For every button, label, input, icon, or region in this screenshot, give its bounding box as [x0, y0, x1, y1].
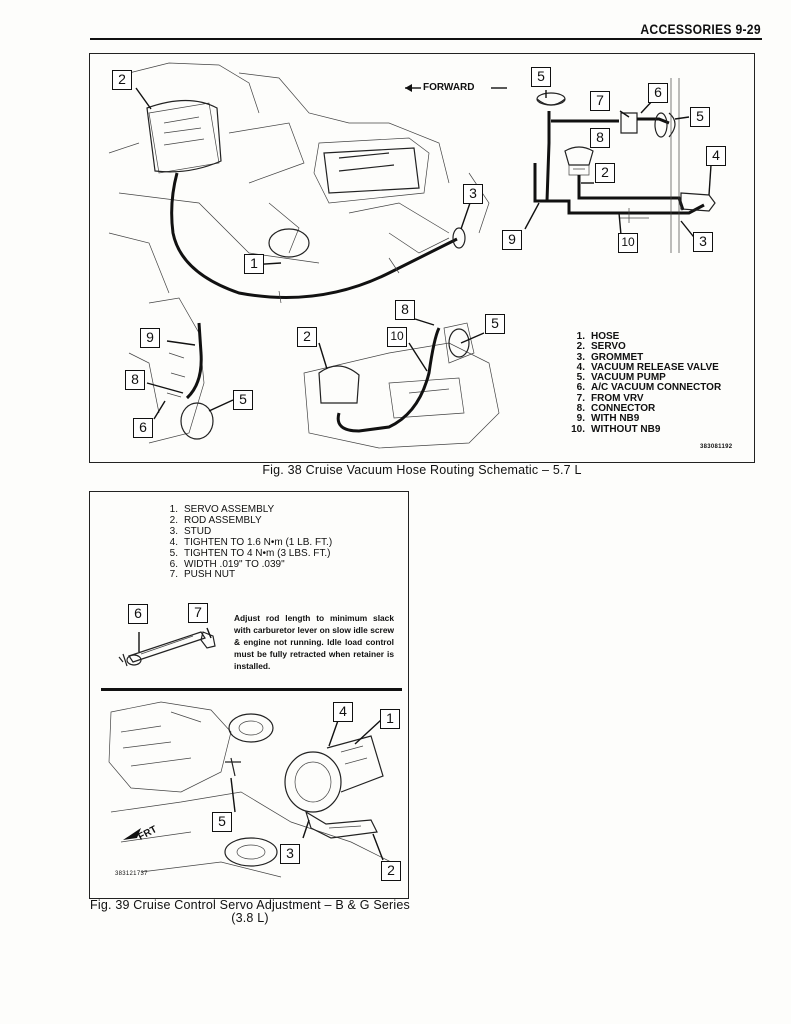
- engine-sketch-without-nb9: [303, 322, 500, 449]
- legend-item: 2.ROD ASSEMBLY: [169, 514, 262, 526]
- fig39-callout-4: 4: [333, 702, 353, 722]
- legend-item: 6.A/C VACUUM CONNECTOR: [576, 382, 722, 394]
- legend-item: 1.SERVO ASSEMBLY: [169, 504, 275, 515]
- header-rule: [90, 38, 762, 40]
- fig38-callout-7: 7: [590, 91, 610, 111]
- fig39-callout-2: 2: [381, 861, 401, 881]
- fig38-callout-10-schematic: 10: [618, 233, 638, 253]
- fig38-callout-9-lower: 9: [140, 328, 160, 348]
- fig38-callout-10-lower: 10: [387, 327, 407, 347]
- legend-item: 8.CONNECTOR: [576, 403, 656, 415]
- legend-item: 1.HOSE: [576, 331, 620, 342]
- fig38-part-code: 383081192: [700, 444, 733, 450]
- figure-39-frame: [89, 491, 409, 899]
- legend-item: 6.WIDTH .019" TO .039": [169, 558, 285, 570]
- legend-item: 10.WITHOUT NB9: [571, 423, 661, 435]
- fig38-callout-5-pump-right: 5: [690, 107, 710, 127]
- fig39-caption-line2: (3.8 L): [231, 911, 269, 925]
- fig38-callout-3-schematic: 3: [693, 232, 713, 252]
- fig38-callout-1-hose: 1: [244, 254, 264, 274]
- fig39-callout-7: 7: [188, 603, 208, 623]
- forward-label: FORWARD: [423, 82, 475, 93]
- fig39-part-code: 383121737: [115, 871, 148, 877]
- fig38-leader-lines: [135, 87, 712, 420]
- figure-38-frame: [89, 53, 755, 463]
- legend-item: 9.WITH NB9: [576, 413, 640, 425]
- fig38-callout-3-grommet: 3: [463, 184, 483, 204]
- fig39-caption-line1: Fig. 39 Cruise Control Servo Adjustment …: [90, 898, 410, 912]
- legend-item: 3.GROMMET: [576, 351, 644, 363]
- fig39-callout-1: 1: [380, 709, 400, 729]
- fig38-callout-2-lower: 2: [297, 327, 317, 347]
- figure-39-rod-illustration: [118, 627, 216, 667]
- fig39-callout-3: 3: [280, 844, 300, 864]
- fig39-divider: [101, 688, 402, 691]
- fig38-callout-8: 8: [590, 128, 610, 148]
- figure-39-servo-illustration: [108, 701, 392, 878]
- engine-sketch-main: [108, 62, 490, 304]
- fig38-callout-6-lower-left: 6: [133, 418, 153, 438]
- page-header: ACCESSORIES 9-29: [640, 22, 761, 37]
- legend-item: 4.VACUUM RELEASE VALVE: [576, 361, 719, 373]
- legend-item: 5.TIGHTEN TO 4 N•m (3 LBS. FT.): [169, 547, 331, 559]
- fig38-callout-5-lower-mid: 5: [485, 314, 505, 334]
- fig38-callout-8-lower-left: 8: [125, 370, 145, 390]
- fig38-callout-6: 6: [648, 83, 668, 103]
- fig38-caption: Fig. 38 Cruise Vacuum Hose Routing Schem…: [262, 463, 582, 477]
- fig38-callout-9-schematic: 9: [502, 230, 522, 250]
- legend-item: 7.FROM VRV: [576, 392, 644, 404]
- fig38-callout-8-lower: 8: [395, 300, 415, 320]
- fig39-callout-6: 6: [128, 604, 148, 624]
- fig38-callout-5-lower-left: 5: [233, 390, 253, 410]
- fig38-callout-2-servo-top: 2: [112, 70, 132, 90]
- fig38-callout-5-pump-top: 5: [531, 67, 551, 87]
- legend-item: 7.PUSH NUT: [169, 569, 236, 581]
- legend-item: 3.STUD: [169, 525, 212, 537]
- fig39-caption: Fig. 39 Cruise Control Servo Adjustment …: [89, 899, 411, 925]
- legend-item: 4.TIGHTEN TO 1.6 N•m (1 LB. FT.): [169, 536, 333, 548]
- fig39-callout-5: 5: [212, 812, 232, 832]
- vacuum-schematic: [533, 78, 716, 253]
- legend-item: 5.VACUUM PUMP: [576, 372, 666, 384]
- fig39-adjustment-note: Adjust rod length to minimum slack with …: [234, 613, 394, 671]
- engine-sketch-nb9: [128, 297, 214, 444]
- fig39-legend: 1.SERVO ASSEMBLY 2.ROD ASSEMBLY 3.STUD 4…: [166, 504, 333, 581]
- legend-item: 2.SERVO: [576, 341, 626, 353]
- figure-38-illustration: [108, 62, 716, 449]
- forward-arrow: [405, 84, 507, 92]
- fig38-legend: 1.HOSE 2.SERVO 3.GROMMET 4.VACUUM RELEAS…: [563, 331, 722, 435]
- fig38-callout-4: 4: [706, 146, 726, 166]
- fig38-callout-2-servo-schematic: 2: [595, 163, 615, 183]
